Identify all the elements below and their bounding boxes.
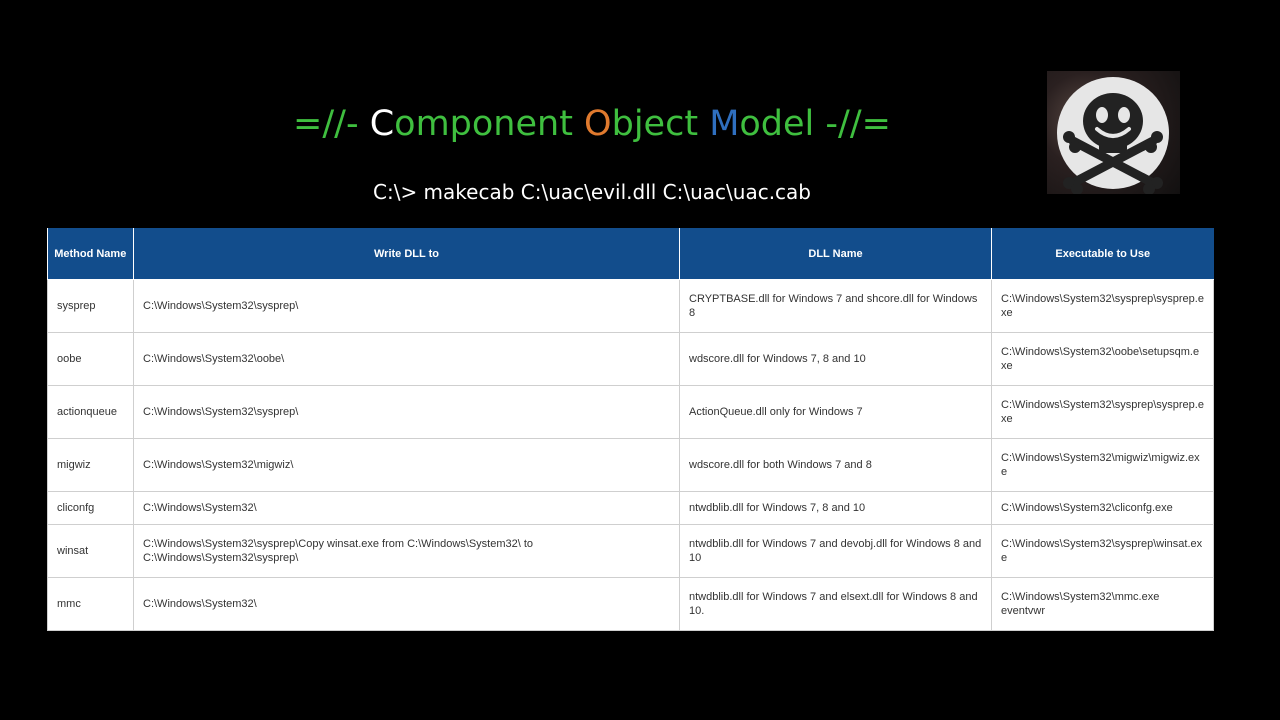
skull-crossbones-icon [1057,77,1169,194]
table-row: migwiz C:\Windows\System32\migwiz\ wdsco… [47,438,1214,492]
cell-method: cliconfg [47,491,134,525]
table-row: oobe C:\Windows\System32\oobe\ wdscore.d… [47,332,1214,386]
header-write-dll-to: Write DLL to [133,228,680,280]
cell-write-path: C:\Windows\System32\sysprep\ [133,385,680,439]
header-method-name: Method Name [47,228,134,280]
cell-executable: C:\Windows\System32\cliconfg.exe [991,491,1214,525]
cell-method: oobe [47,332,134,386]
title-part: =//- [293,104,370,144]
cell-executable: C:\Windows\System32\migwiz\migwiz.exe [991,438,1214,492]
header-dll-name: DLL Name [679,228,992,280]
cell-write-path: C:\Windows\System32\oobe\ [133,332,680,386]
cell-write-path: C:\Windows\System32\ [133,577,680,631]
table-row: actionqueue C:\Windows\System32\sysprep\… [47,385,1214,439]
table-row: cliconfg C:\Windows\System32\ ntwdblib.d… [47,491,1214,525]
cell-dll-name: ntwdblib.dll for Windows 7 and devobj.dl… [679,524,992,578]
cell-dll-name: ntwdblib.dll for Windows 7 and elsext.dl… [679,577,992,631]
cell-method: migwiz [47,438,134,492]
cell-method: sysprep [47,279,134,333]
title-part: O [584,104,612,144]
cell-write-path: C:\Windows\System32\ [133,491,680,525]
title-part: C [369,104,395,144]
cell-dll-name: wdscore.dll for both Windows 7 and 8 [679,438,992,492]
cell-write-path: C:\Windows\System32\sysprep\ [133,279,680,333]
header-executable-to-use: Executable to Use [991,228,1214,280]
cell-executable: C:\Windows\System32\sysprep\sysprep.exe [991,279,1214,333]
table-row: sysprep C:\Windows\System32\sysprep\ CRY… [47,279,1214,333]
table-row: winsat C:\Windows\System32\sysprep\Copy … [47,524,1214,578]
cell-executable: C:\Windows\System32\sysprep\winsat.exe [991,524,1214,578]
cell-executable: C:\Windows\System32\mmc.exe eventvwr [991,577,1214,631]
cell-dll-name: CRYPTBASE.dll for Windows 7 and shcore.d… [679,279,992,333]
cell-write-path: C:\Windows\System32\sysprep\Copy winsat.… [133,524,680,578]
table-header-row: Method Name Write DLL to DLL Name Execut… [47,228,1214,280]
title-part: odel -//= [739,104,891,144]
title-part: M [709,104,740,144]
cell-method: actionqueue [47,385,134,439]
uac-methods-table: Method Name Write DLL to DLL Name Execut… [47,228,1214,631]
cell-dll-name: wdscore.dll for Windows 7, 8 and 10 [679,332,992,386]
cell-executable: C:\Windows\System32\oobe\setupsqm.exe [991,332,1214,386]
cell-method: winsat [47,524,134,578]
cell-method: mmc [47,577,134,631]
command-line: C:\> makecab C:\uac\evil.dll C:\uac\uac.… [373,180,811,204]
cell-dll-name: ntwdblib.dll for Windows 7, 8 and 10 [679,491,992,525]
title-part: bject [611,104,710,144]
slide-title: =//- Component Object Model -//= [0,100,1184,148]
skull-crossbones-logo [1047,71,1180,194]
title-part: omponent [394,104,585,144]
cell-write-path: C:\Windows\System32\migwiz\ [133,438,680,492]
table-row: mmc C:\Windows\System32\ ntwdblib.dll fo… [47,577,1214,631]
cell-dll-name: ActionQueue.dll only for Windows 7 [679,385,992,439]
cell-executable: C:\Windows\System32\sysprep\sysprep.exe [991,385,1214,439]
